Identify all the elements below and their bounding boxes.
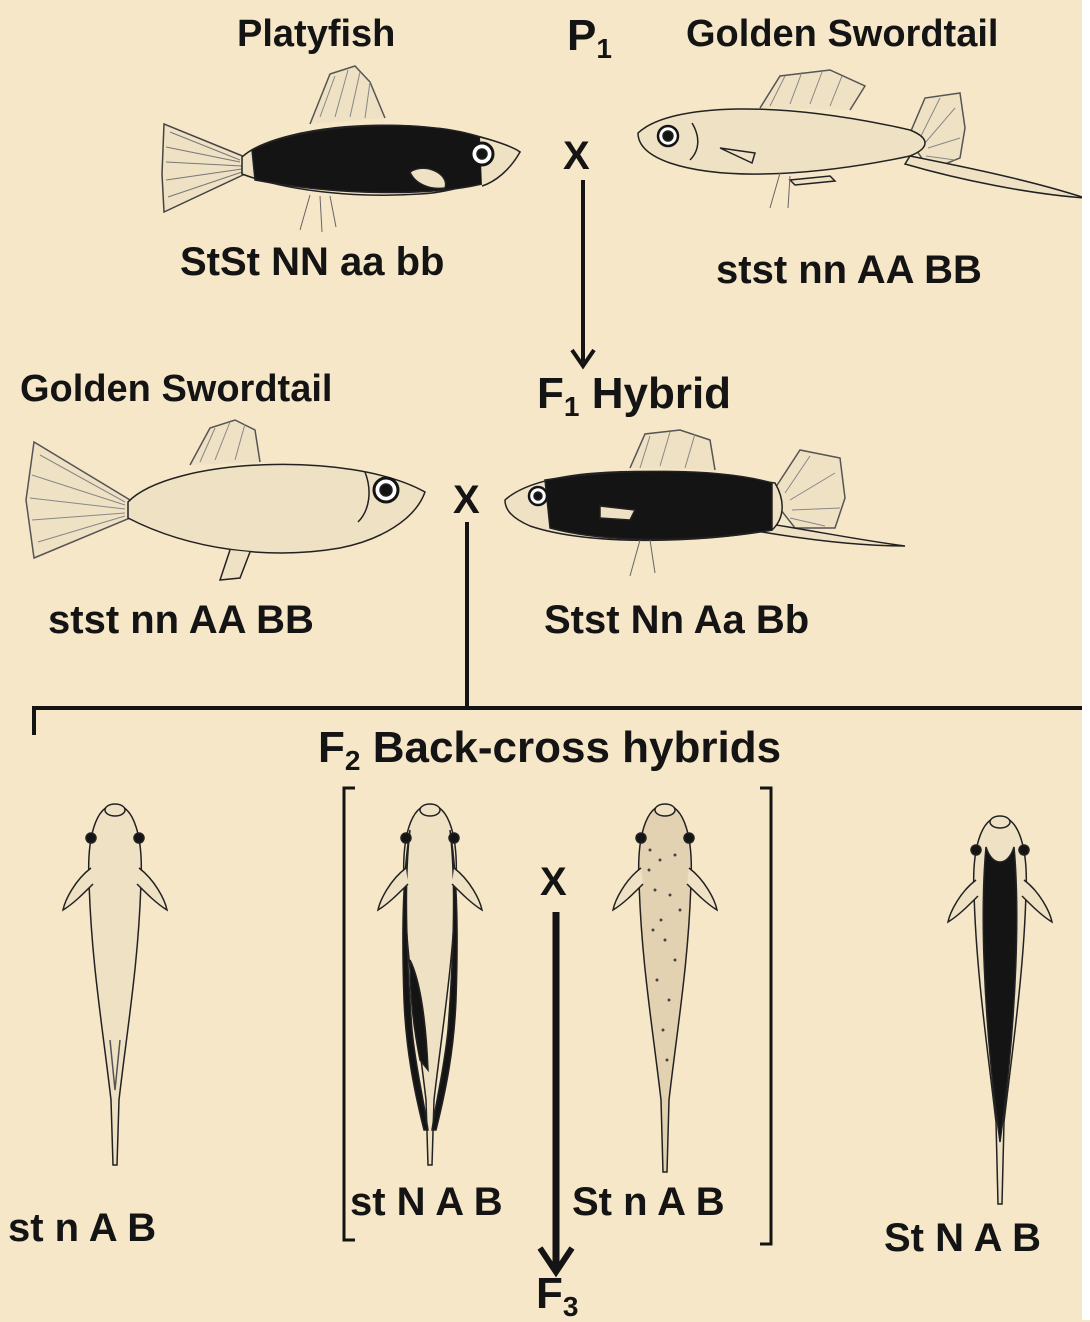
inner-bracket-right [760,788,771,1244]
f1-generation-sub: 1 [564,391,580,422]
golden-swordtail-p1-illustration [630,68,1090,218]
f1-generation-letter: F [537,369,564,418]
f2-offspring-2-genotype: st N A B [350,1182,503,1222]
f1-hybrid-genotype: Stst Nn Aa Bb [544,600,809,640]
golden-swordtail-p1-genotype: stst nn AA BB [716,250,982,290]
f3-generation-sub: 3 [563,1291,579,1322]
f2-offspring-4-genotype: St N A B [884,1218,1041,1258]
f1-cross-symbol: X [453,480,480,520]
f2-generation-sub: 2 [345,745,361,776]
f2-offspring-1-genotype: st n A B [8,1208,156,1248]
p1-generation-letter: P [567,11,596,60]
f2-generation-letter: F [318,723,345,772]
f1-generation-label: F1 Hybrid [537,372,731,421]
f2-generation-label: F2 Back-cross hybrids [318,726,781,775]
f2-offspring-3-illustration [605,800,725,1180]
platyfish-illustration [160,62,530,242]
f2-offspring-4-illustration [940,812,1060,1212]
f2-offspring-2-illustration [370,800,490,1170]
p1-cross-symbol: X [563,136,590,176]
f3-generation-label: F3 [536,1272,578,1321]
golden-swordtail-f1-illustration [20,410,440,590]
f1-hybrid-illustration [500,428,910,578]
golden-swordtail-title-p1: Golden Swordtail [686,15,998,53]
page-edge [1082,0,1090,1320]
f2-generation-text: Back-cross hybrids [373,723,781,772]
f2-cross-symbol: X [540,862,567,902]
p1-generation-label: P1 [567,14,612,63]
f3-generation-letter: F [536,1269,563,1318]
p1-generation-sub: 1 [596,33,612,64]
golden-swordtail-title-f1: Golden Swordtail [20,370,332,408]
platyfish-title: Platyfish [237,15,395,53]
f2-offspring-3-genotype: St n A B [572,1182,725,1222]
f1-generation-text: Hybrid [592,369,731,418]
platyfish-genotype: StSt NN aa bb [180,242,444,282]
golden-swordtail-f1-genotype: stst nn AA BB [48,600,314,640]
f2-offspring-1-illustration [55,800,175,1170]
inner-bracket-left [344,788,355,1240]
